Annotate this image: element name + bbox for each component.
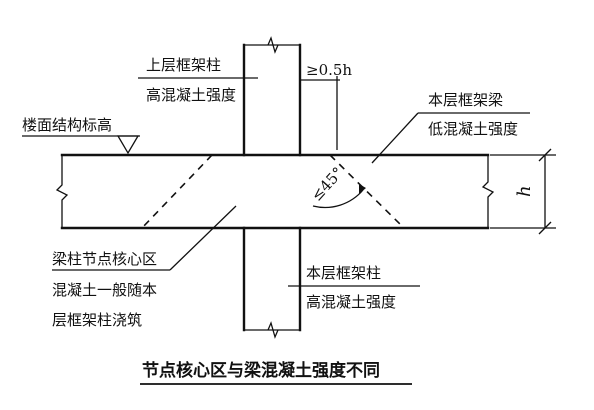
core-leader	[52, 205, 237, 271]
lower-column	[242, 226, 302, 339]
floor-elevation-marker	[22, 135, 140, 155]
angle-label: ≤45°	[308, 164, 348, 205]
beam-label-1: 本层框架梁	[428, 91, 503, 109]
core-label-2: 混凝土一般随本	[52, 281, 157, 299]
beam	[55, 153, 495, 230]
lower-column-label-2: 高混凝土强度	[306, 293, 396, 311]
upper-column-label-2: 高混凝土强度	[146, 86, 236, 104]
floor-elevation-label: 楼面结构标高	[22, 116, 112, 134]
core-label-1: 梁柱节点核心区	[52, 250, 157, 268]
beam-height-label: h	[514, 185, 535, 197]
offset-dimension-label: ≥0.5h	[306, 61, 352, 79]
beam-label-2: 低混凝土强度	[428, 120, 518, 138]
height-dimension	[490, 148, 556, 235]
lower-column-label-1: 本层框架柱	[306, 264, 381, 282]
core-label-3: 层框架柱浇筑	[52, 311, 142, 329]
dashed-boundaries	[141, 154, 405, 229]
diagram-title: 节点核心区与梁混凝土强度不同	[142, 360, 380, 381]
angle-arc	[312, 184, 366, 209]
upper-column	[242, 36, 302, 157]
offset-dimension	[300, 76, 340, 150]
beam-leader	[371, 112, 530, 164]
upper-column-label-1: 上层框架柱	[146, 56, 221, 74]
